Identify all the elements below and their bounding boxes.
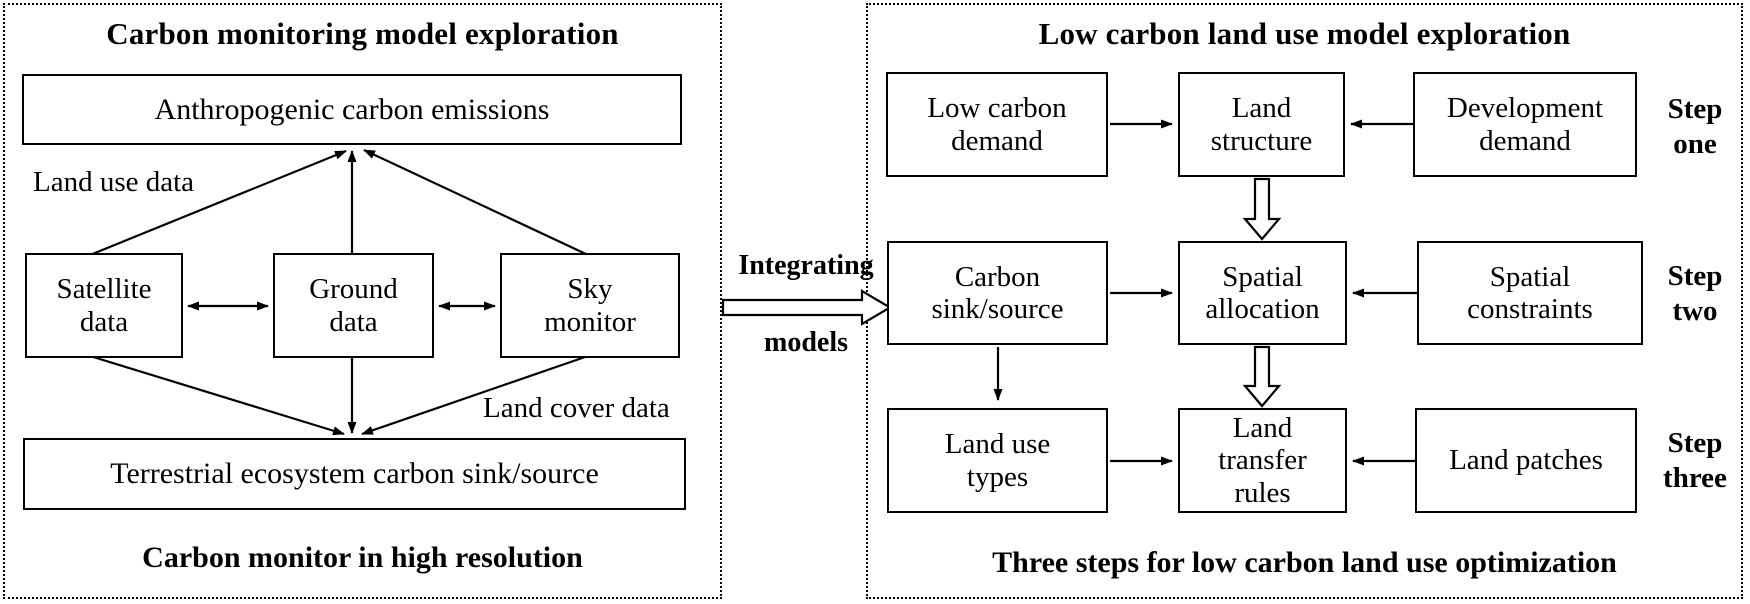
carbon-sink-source-box: Carbon sink/source	[887, 241, 1108, 345]
satellite-data-label: Satellite data	[56, 273, 152, 338]
step-two-label: Step two	[1667, 260, 1723, 328]
land-structure-box: Land structure	[1178, 72, 1345, 177]
spatial-constraints-label: Spatial constraints	[1467, 260, 1593, 325]
anthropogenic-carbon-emissions-box: Anthropogenic carbon emissions	[22, 74, 682, 145]
ground-data-label: Ground data	[309, 273, 398, 338]
integrating-label: Integrating	[738, 250, 874, 281]
low-carbon-demand-label: Low carbon demand	[927, 92, 1067, 157]
step-three-label: Step three	[1663, 427, 1727, 495]
left-panel-footer: Carbon monitor in high resolution	[142, 541, 583, 574]
terrestrial-ecosystem-label: Terrestrial ecosystem carbon sink/source	[110, 457, 599, 491]
land-cover-data-label: Land cover data	[483, 392, 670, 424]
integrating-models-arrow	[721, 289, 893, 326]
left-panel-title: Carbon monitoring model exploration	[106, 16, 619, 51]
ground-data-box: Ground data	[273, 253, 434, 358]
terrestrial-ecosystem-box: Terrestrial ecosystem carbon sink/source	[23, 438, 686, 510]
land-transfer-rules-label: Land transfer rules	[1218, 411, 1307, 509]
right-panel-footer: Three steps for low carbon land use opti…	[992, 546, 1617, 579]
land-patches-label: Land patches	[1449, 444, 1603, 477]
carbon-sink-source-label: Carbon sink/source	[931, 260, 1064, 325]
land-patches-box: Land patches	[1415, 408, 1637, 513]
land-use-types-label: Land use types	[944, 428, 1051, 493]
land-use-data-label: Land use data	[33, 166, 195, 198]
development-demand-box: Development demand	[1413, 72, 1637, 177]
land-transfer-rules-box: Land transfer rules	[1178, 408, 1347, 513]
spatial-allocation-label: Spatial allocation	[1205, 260, 1320, 325]
satellite-data-box: Satellite data	[25, 253, 183, 358]
land-structure-label: Land structure	[1210, 92, 1313, 157]
step-one-label: Step one	[1667, 93, 1723, 161]
anthropogenic-carbon-emissions-label: Anthropogenic carbon emissions	[154, 92, 550, 126]
spatial-allocation-box: Spatial allocation	[1178, 241, 1347, 345]
land-use-types-box: Land use types	[887, 408, 1108, 513]
development-demand-label: Development demand	[1446, 92, 1604, 157]
spatial-constraints-box: Spatial constraints	[1417, 241, 1643, 345]
sky-monitor-label: Sky monitor	[544, 273, 636, 338]
models-label: models	[764, 327, 848, 358]
sky-monitor-box: Sky monitor	[500, 253, 680, 358]
carbon-monitoring-panel	[3, 3, 722, 599]
right-panel-title: Low carbon land use model exploration	[1038, 16, 1571, 51]
low-carbon-demand-box: Low carbon demand	[886, 72, 1108, 177]
